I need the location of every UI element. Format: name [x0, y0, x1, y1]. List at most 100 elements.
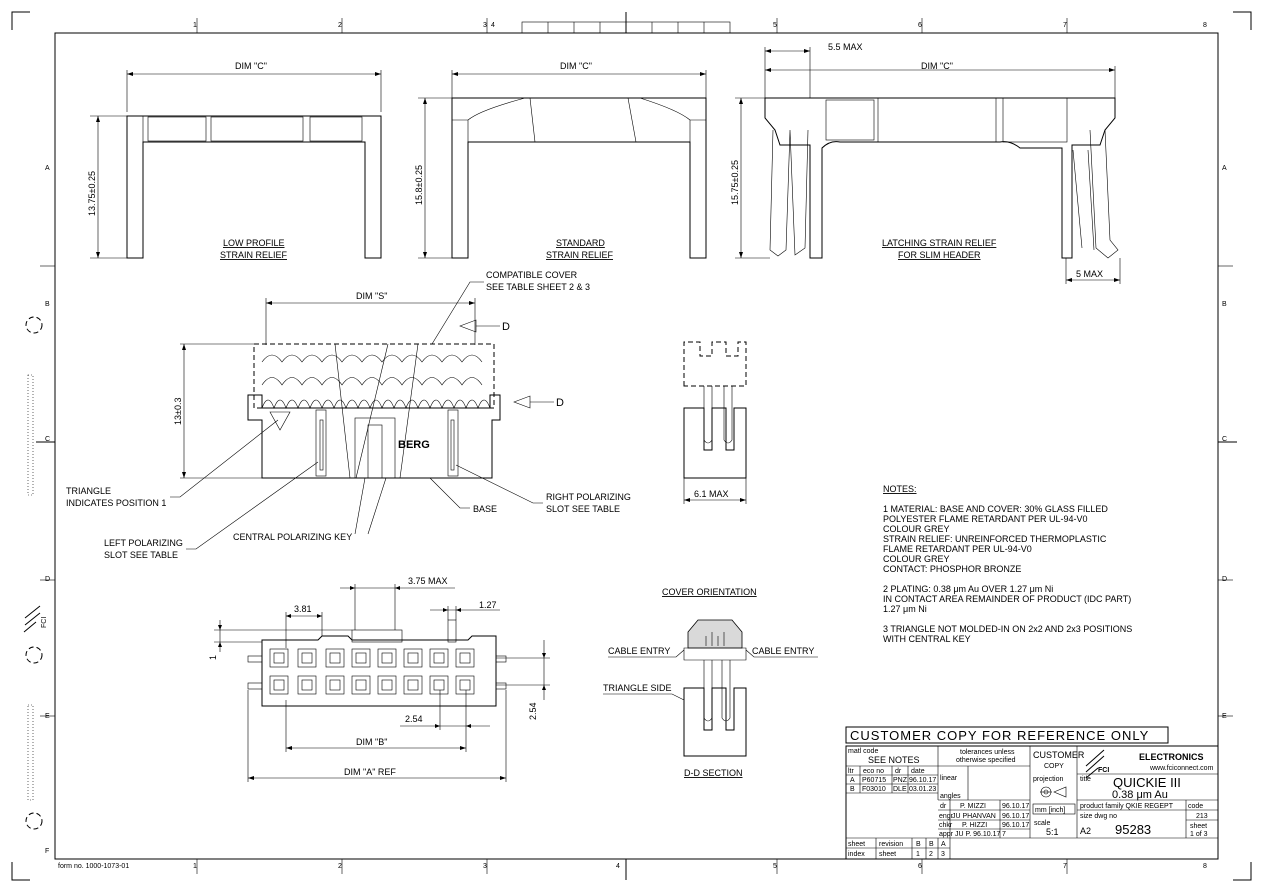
- dim-one: 1: [208, 655, 218, 660]
- cover-orientation-title: COVER ORIENTATION: [662, 587, 757, 597]
- note-line-3: COLOUR GREY: [883, 524, 950, 534]
- assembly-dim-s: DIM "S": [356, 291, 387, 301]
- col-label-7: 7: [1063, 22, 1067, 29]
- latching-label-2: FOR SLIM HEADER: [898, 250, 981, 260]
- row-label-a-right: A: [1222, 165, 1227, 172]
- signoff-engr-date: 96.10.17: [1002, 813, 1029, 820]
- row-label-e: E: [45, 713, 50, 720]
- low-profile-label-2: STRAIN RELIEF: [220, 250, 288, 260]
- note-line-5: FLAME RETARDANT PER UL-94-V0: [883, 544, 1032, 554]
- latching-max-side: 5 MAX: [1076, 269, 1103, 279]
- customer-copy-banner: CUSTOMER COPY FOR REFERENCE ONLY: [850, 728, 1149, 743]
- signoff-chkr-date: 96.10.17: [1002, 822, 1029, 829]
- border-columns: 1 2 3 4 5 6 7 8 1 2 3 4 5 6 7 8: [193, 12, 1207, 880]
- notes-block: NOTES: 1 MATERIAL: BASE AND COVER: 30% G…: [883, 484, 1132, 644]
- section-mark-d-1: D: [502, 321, 510, 333]
- rev-header-ltr: ltr: [848, 768, 855, 775]
- title-block: CUSTOMER COPY FOR REFERENCE ONLY matl co…: [845, 726, 1219, 860]
- side-width: 6.1 MAX: [694, 489, 729, 499]
- tolerances-1: tolerances unless: [960, 749, 1015, 756]
- bottom-row-sheet-2: 2: [929, 851, 933, 858]
- base-label: BASE: [473, 504, 497, 514]
- border-rows: A B C D E F A B C D E: [36, 165, 1237, 855]
- low-profile-height: 13.75±0.25: [87, 171, 97, 216]
- size-value: A2: [1080, 826, 1091, 836]
- col-label-4: 4: [491, 22, 495, 29]
- signoff-dr-name: P. MIZZI: [960, 803, 986, 810]
- brand-url: www.fciconnect.com: [1149, 765, 1214, 772]
- note-line-9: 2 PLATING: 0.38 μm Au OVER 1.27 μm Ni: [883, 584, 1053, 594]
- binder-holes: [25, 316, 43, 830]
- rev-a-dr: PNZ: [893, 777, 908, 784]
- note-line-14: WITH CENTRAL KEY: [883, 634, 971, 644]
- note-line-1: 1 MATERIAL: BASE AND COVER: 30% GLASS FI…: [883, 504, 1108, 514]
- col-label-bottom-6: 6: [918, 863, 922, 870]
- rev-header-date: date: [911, 768, 925, 775]
- signoff-engr-label: engr: [939, 813, 954, 820]
- col-label-bottom-5: 5: [773, 863, 777, 870]
- assembly-height: 13±0.3: [173, 398, 183, 425]
- col-label-bottom-7: 7: [1063, 863, 1067, 870]
- note-line-4: STRAIN RELIEF: UNREINFORCED THERMOPLASTI…: [883, 534, 1107, 544]
- max-dim: 3.75 MAX: [408, 576, 448, 586]
- rev-header-dr: dr: [895, 768, 902, 775]
- see-notes: SEE NOTES: [868, 755, 920, 765]
- triangle-label-2: INDICATES POSITION 1: [66, 498, 166, 508]
- col-label-5: 5: [773, 22, 777, 29]
- angles-label: angles: [940, 793, 961, 800]
- right-polarizing-1: RIGHT POLARIZING: [546, 492, 631, 502]
- standard-label-1: STANDARD: [556, 238, 605, 248]
- col-label-bottom-8: 8: [1203, 863, 1207, 870]
- matl-code-label: matl code: [848, 748, 878, 755]
- col-label-8: 8: [1203, 22, 1207, 29]
- row-label-a: A: [45, 165, 50, 172]
- rev-b-date: 03.01.23: [909, 786, 936, 793]
- signoff-chkr-label: chkr: [939, 822, 953, 829]
- side-fci-text: FCI: [41, 617, 48, 628]
- low-profile-dim-c: DIM "C": [235, 61, 267, 71]
- signoff-appr-name: JU P. 96.10.17: [955, 831, 1001, 838]
- bottom-row-index: index: [848, 851, 865, 858]
- latching-height: 15.75±0.25: [730, 160, 740, 205]
- dim-b: DIM "B": [356, 737, 387, 747]
- row-label-d: D: [45, 576, 50, 583]
- note-line-6: COLOUR GREY: [883, 554, 950, 564]
- linear-label: linear: [940, 775, 958, 782]
- signoff-dr-date: 96.10.17: [1002, 803, 1029, 810]
- rev-b-ltr: B: [850, 786, 855, 793]
- col-label-bottom-4: 4: [616, 863, 620, 870]
- triangle-label-1: TRIANGLE: [66, 486, 111, 496]
- berg-logo: BERG: [398, 439, 430, 451]
- signoff-chkr-name: P. HIZZI: [962, 822, 987, 829]
- scale-label: scale: [1034, 820, 1050, 827]
- signoff-appr-label: appr: [939, 831, 954, 838]
- latching-label-1: LATCHING STRAIN RELIEF: [882, 238, 997, 248]
- signoff-dr-label: dr: [940, 803, 947, 810]
- corner-marks: [11, 11, 1252, 881]
- sheet-value: 1 of 3: [1190, 831, 1208, 838]
- col-label-6: 6: [918, 22, 922, 29]
- footprint-view: 3.81 3.75 MAX 1.27 1 2.54 2.54 DIM "B": [208, 576, 550, 782]
- bottom-row-sheet: sheet: [848, 841, 865, 848]
- central-key-label: CENTRAL POLARIZING KEY: [233, 532, 352, 542]
- note-line-10: IN CONTACT AREA REMAINDER OF PRODUCT (ID…: [883, 594, 1131, 604]
- sheet-label: sheet: [1190, 823, 1207, 830]
- col-label-bottom-3: 3: [483, 863, 487, 870]
- note-line-13: 3 TRIANGLE NOT MOLDED-IN ON 2x2 AND 2x3 …: [883, 624, 1132, 634]
- row-label-b: B: [45, 301, 50, 308]
- rev-b-dr: DLE: [893, 786, 907, 793]
- drawing-number: 95283: [1115, 822, 1151, 837]
- side-view: 6.1 MAX: [683, 341, 747, 504]
- projection-symbol-icon: [1040, 786, 1067, 798]
- row-label-e-right: E: [1222, 713, 1227, 720]
- note-line-11: 1.27 μm Ni: [883, 604, 927, 614]
- standard-view: DIM "C" 15.8±0.25 STANDARD STRAIN RELIEF: [414, 61, 707, 260]
- col-label-bottom-2: 2: [338, 863, 342, 870]
- copy-label: COPY: [1044, 763, 1064, 770]
- notes-heading: NOTES:: [883, 484, 917, 494]
- row-label-f: F: [45, 848, 49, 855]
- bottom-row-sheet2: sheet: [879, 851, 896, 858]
- row-label-b-right: B: [1222, 301, 1227, 308]
- row-label-d-right: D: [1222, 576, 1227, 583]
